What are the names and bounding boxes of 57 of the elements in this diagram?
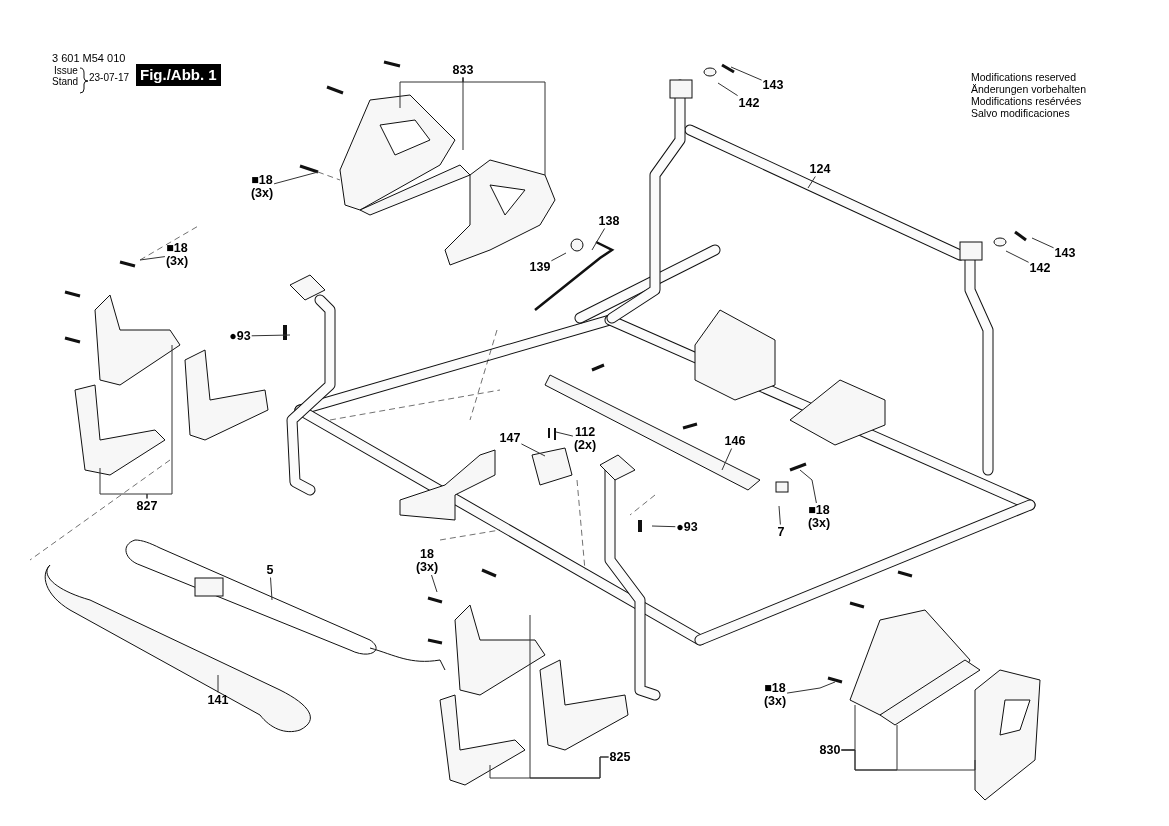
leader-line bbox=[840, 749, 976, 771]
callout-number: 147 bbox=[499, 431, 521, 445]
callout-number: 7 bbox=[777, 525, 785, 539]
callout-number: 830 bbox=[819, 743, 841, 757]
callout-number: 146 bbox=[724, 434, 746, 448]
leader-line bbox=[591, 228, 606, 251]
leader-line bbox=[717, 82, 739, 97]
leader-line bbox=[1031, 237, 1055, 249]
callout-number: ■18 (3x) bbox=[807, 504, 831, 530]
leader-line bbox=[273, 171, 319, 185]
note-text: 23-07-17 bbox=[89, 71, 130, 85]
leader-line bbox=[550, 252, 567, 262]
callout-number: 827 bbox=[136, 499, 158, 513]
note-text: Modifications reserved bbox=[971, 71, 1077, 83]
callout-number: 143 bbox=[1054, 246, 1076, 260]
note-text: Modifications resérvées bbox=[971, 95, 1082, 107]
figure-label: Fig./Abb. 1 bbox=[136, 64, 221, 86]
callout-number: 825 bbox=[609, 750, 631, 764]
leader-line bbox=[807, 176, 816, 189]
leader-line bbox=[730, 66, 763, 81]
leader-line bbox=[721, 448, 733, 471]
callout-number: 124 bbox=[809, 162, 831, 176]
leader-line bbox=[431, 574, 438, 593]
callout-number: 833 bbox=[452, 63, 474, 77]
callout-number: 18 (3x) bbox=[415, 548, 439, 574]
leader-line bbox=[529, 614, 610, 779]
leader-line bbox=[139, 256, 166, 261]
callout-number: 142 bbox=[738, 96, 760, 110]
leader-line bbox=[520, 443, 546, 457]
leader-line bbox=[786, 681, 836, 694]
callout-number: ●93 bbox=[676, 520, 698, 534]
callout-number: ■18 (3x) bbox=[250, 174, 274, 200]
note-text: 3 601 M54 010 bbox=[52, 51, 126, 66]
callout-number: 143 bbox=[762, 78, 784, 92]
note-text: Änderungen vorbehalten bbox=[971, 83, 1086, 95]
leader-line bbox=[1005, 250, 1030, 263]
callout-number: 138 bbox=[598, 214, 620, 228]
leader-line bbox=[146, 344, 173, 499]
leader-line bbox=[778, 505, 781, 525]
note-text: Issue bbox=[54, 66, 78, 76]
note-text: Salvo modificaciones bbox=[971, 107, 1070, 119]
leader-line bbox=[462, 77, 546, 176]
leader-line bbox=[217, 674, 219, 693]
leader-line bbox=[799, 469, 817, 504]
leader-line bbox=[555, 431, 574, 437]
callout-number: 139 bbox=[529, 260, 551, 274]
callout-number: 5 bbox=[266, 563, 274, 577]
leader-line bbox=[270, 577, 273, 601]
callout-number: 142 bbox=[1029, 261, 1051, 275]
callout-number: ■18 (3x) bbox=[763, 682, 787, 708]
note-text: Stand bbox=[52, 77, 79, 87]
callout-number: ●93 bbox=[229, 329, 251, 343]
callout-number: 141 bbox=[207, 693, 229, 707]
callout-number: ■18 (3x) bbox=[165, 242, 189, 268]
leader-line bbox=[251, 334, 291, 337]
leader-line bbox=[651, 525, 676, 528]
callout-number: 112 (2x) bbox=[573, 426, 597, 452]
